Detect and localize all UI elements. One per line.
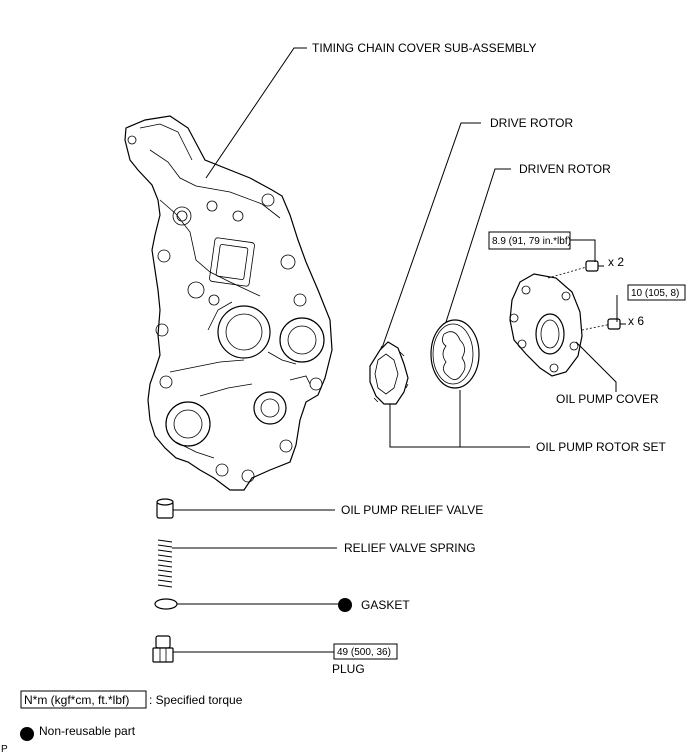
label-plug: PLUG (332, 662, 365, 676)
label-oil-pump-cover: OIL PUMP COVER (556, 392, 659, 406)
plug-drawing (152, 635, 174, 663)
torque-bolt-b: 10 (105, 8) (631, 288, 679, 299)
label-oil-pump-rotor-set: OIL PUMP ROTOR SET (536, 440, 666, 454)
label-drive-rotor: DRIVE ROTOR (490, 116, 573, 130)
bolt-a-drawing (547, 260, 604, 279)
torque-bolt-a: 8.9 (91, 79 in.*lbf) (492, 236, 571, 247)
legend: N*m (kgf*cm, ft.*lbf) : Specified torque… (20, 690, 243, 741)
label-oil-pump-relief-valve: OIL PUMP RELIEF VALVE (341, 503, 483, 517)
bolt-b-drawing (581, 318, 626, 331)
qty-bolt-a: x 2 (608, 255, 624, 269)
gasket-drawing (154, 598, 178, 610)
label-relief-valve-spring: RELIEF VALVE SPRING (344, 541, 476, 555)
non-reusable-marker (338, 598, 352, 612)
leader-lines (172, 47, 618, 653)
oil-pump-cover-drawing (509, 273, 583, 377)
drive-rotor-drawing (369, 341, 409, 405)
legend-torque-desc: : Specified torque (149, 693, 243, 707)
timing-chain-cover-drawing (124, 115, 333, 491)
legend-non-reusable-desc: Non-reusable part (39, 724, 136, 738)
driven-rotor-drawing (430, 319, 480, 389)
legend-non-reusable-icon (20, 727, 34, 741)
qty-bolt-b: x 6 (628, 314, 644, 328)
torque-plug: 49 (500, 36) (337, 647, 391, 658)
torque-box-bolt-a (488, 231, 571, 250)
corner-mark: P (1, 744, 8, 755)
label-timing-chain-cover: TIMING CHAIN COVER SUB-ASSEMBLY (312, 41, 536, 55)
relief-valve-spring-drawing (157, 539, 173, 588)
relief-valve-drawing (156, 498, 174, 519)
label-gasket: GASKET (361, 598, 410, 612)
torque-box-plug (333, 643, 398, 660)
legend-torque-box (20, 690, 147, 709)
legend-torque-unit: N*m (kgf*cm, ft.*lbf) (24, 693, 129, 707)
label-driven-rotor: DRIVEN ROTOR (519, 162, 611, 176)
torque-box-bolt-b (627, 284, 686, 301)
